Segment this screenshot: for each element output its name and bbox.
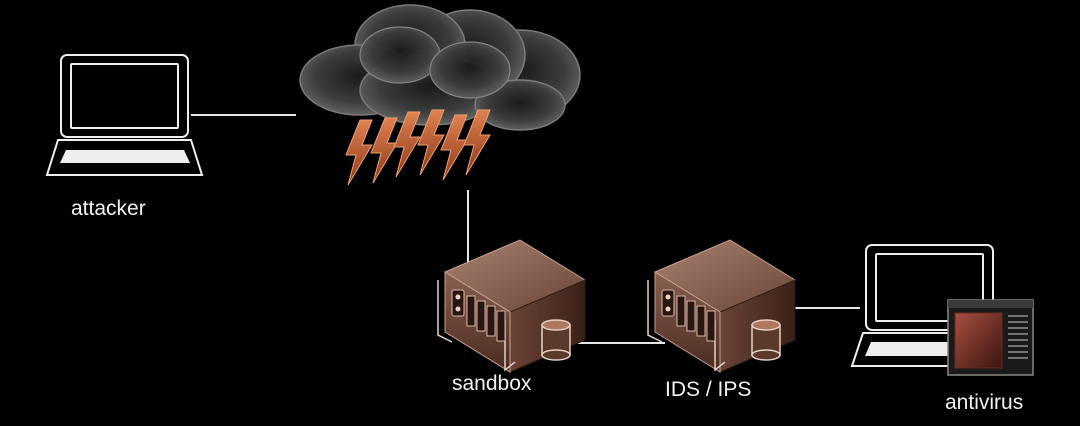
sandbox-server-icon — [437, 239, 587, 373]
attacker-label: attacker — [71, 197, 146, 220]
ids-ips-label: IDS / IPS — [665, 378, 752, 401]
attacker-laptop-icon — [45, 54, 204, 176]
antivirus-window-icon — [947, 299, 1034, 376]
storm-cloud-icon — [299, 4, 581, 186]
database-icon — [541, 319, 571, 361]
database-icon — [751, 319, 781, 361]
sandbox-label: sandbox — [452, 372, 532, 395]
antivirus-laptop-icon — [850, 244, 1034, 376]
antivirus-label: antivirus — [945, 391, 1024, 414]
ids-ips-server-icon — [647, 239, 797, 373]
connection-lines — [191, 114, 860, 344]
